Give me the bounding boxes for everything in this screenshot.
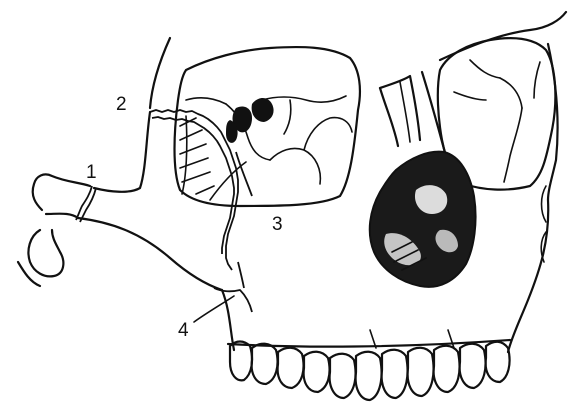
fracture-lines — [76, 110, 252, 312]
skull-outline — [18, 12, 566, 352]
label-3-text: 3 — [272, 214, 283, 235]
nasal-region — [370, 72, 476, 287]
upper-teeth — [228, 330, 510, 400]
label-3: 3 — [272, 214, 283, 235]
label-4-text: 4 — [178, 320, 189, 341]
label-2-text: 2 — [116, 94, 127, 115]
label-2: 2 — [116, 94, 127, 115]
label-1: 1 — [86, 162, 97, 183]
label-1-text: 1 — [86, 162, 97, 183]
